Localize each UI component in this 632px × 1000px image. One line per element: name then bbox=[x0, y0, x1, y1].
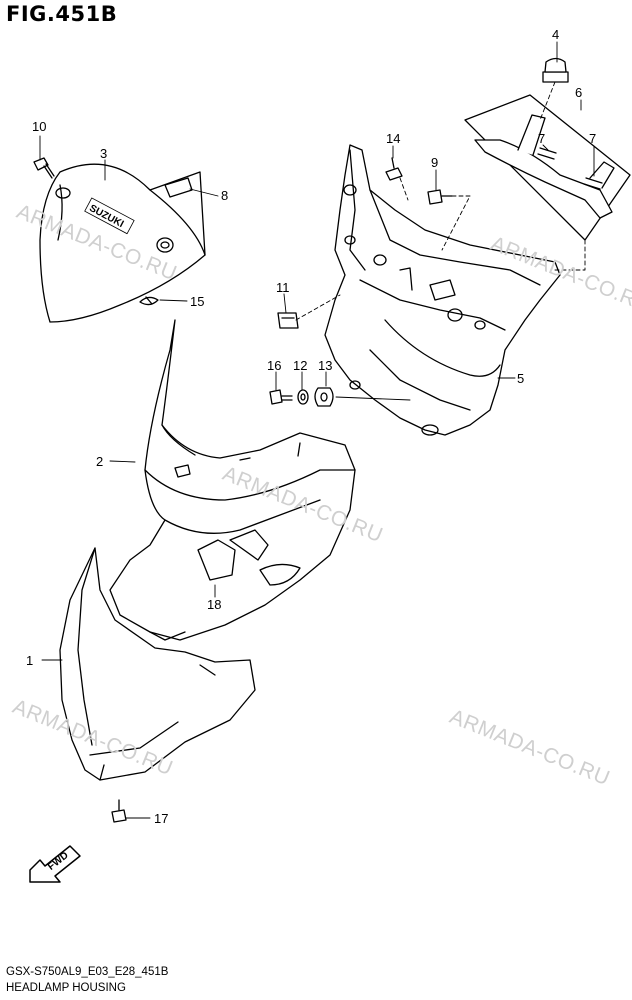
callout-17: 17 bbox=[154, 811, 169, 826]
callout-1: 1 bbox=[26, 653, 34, 668]
part-12-washer bbox=[297, 389, 309, 405]
callout-8: 8 bbox=[221, 188, 229, 203]
part-5-headlamp-housing bbox=[324, 144, 561, 436]
callout-9: 9 bbox=[431, 155, 439, 170]
callout-2: 2 bbox=[96, 454, 104, 469]
callout-7a: 7 bbox=[538, 131, 546, 146]
part-11-nut bbox=[277, 312, 299, 329]
part-13-grommet bbox=[314, 387, 334, 407]
part-16-bolt bbox=[269, 389, 293, 405]
callout-7b: 7 bbox=[589, 131, 597, 146]
part-6-bracket-frame bbox=[464, 94, 631, 241]
part-1-lower-cowl bbox=[59, 547, 256, 781]
part-7-screws bbox=[537, 147, 603, 190]
callout-4: 4 bbox=[552, 27, 560, 42]
callout-3: 3 bbox=[100, 146, 108, 161]
part-18-sticker bbox=[197, 539, 236, 581]
part-8-cushion bbox=[164, 177, 193, 198]
callout-12: 12 bbox=[293, 358, 308, 373]
callout-13: 13 bbox=[318, 358, 333, 373]
part-14-bolt bbox=[385, 157, 403, 181]
figure-title: FIG.451B bbox=[6, 2, 118, 26]
diagram-caption: HEADLAMP HOUSING bbox=[6, 982, 126, 994]
leader-lines bbox=[39, 41, 595, 819]
part-3-windscreen: SUZUKI bbox=[39, 163, 206, 323]
diagram-code: GSX-S750AL9_E03_E28_451B bbox=[6, 966, 169, 978]
callout-5: 5 bbox=[517, 371, 525, 386]
callout-10: 10 bbox=[32, 119, 47, 134]
callout-15: 15 bbox=[190, 294, 205, 309]
part-2-upper-cowl bbox=[109, 319, 356, 641]
callout-14: 14 bbox=[386, 131, 401, 146]
part-9-bolt bbox=[427, 189, 453, 205]
part-15-clip bbox=[139, 296, 159, 306]
callout-16: 16 bbox=[267, 358, 282, 373]
callout-11: 11 bbox=[276, 280, 290, 295]
callout-18: 18 bbox=[207, 597, 222, 612]
part-17-screw bbox=[111, 799, 127, 823]
fwd-arrow-icon: FWD bbox=[29, 845, 81, 883]
part-10-screw bbox=[33, 157, 55, 179]
callout-6: 6 bbox=[575, 85, 583, 100]
part-4-grommet bbox=[542, 57, 569, 83]
